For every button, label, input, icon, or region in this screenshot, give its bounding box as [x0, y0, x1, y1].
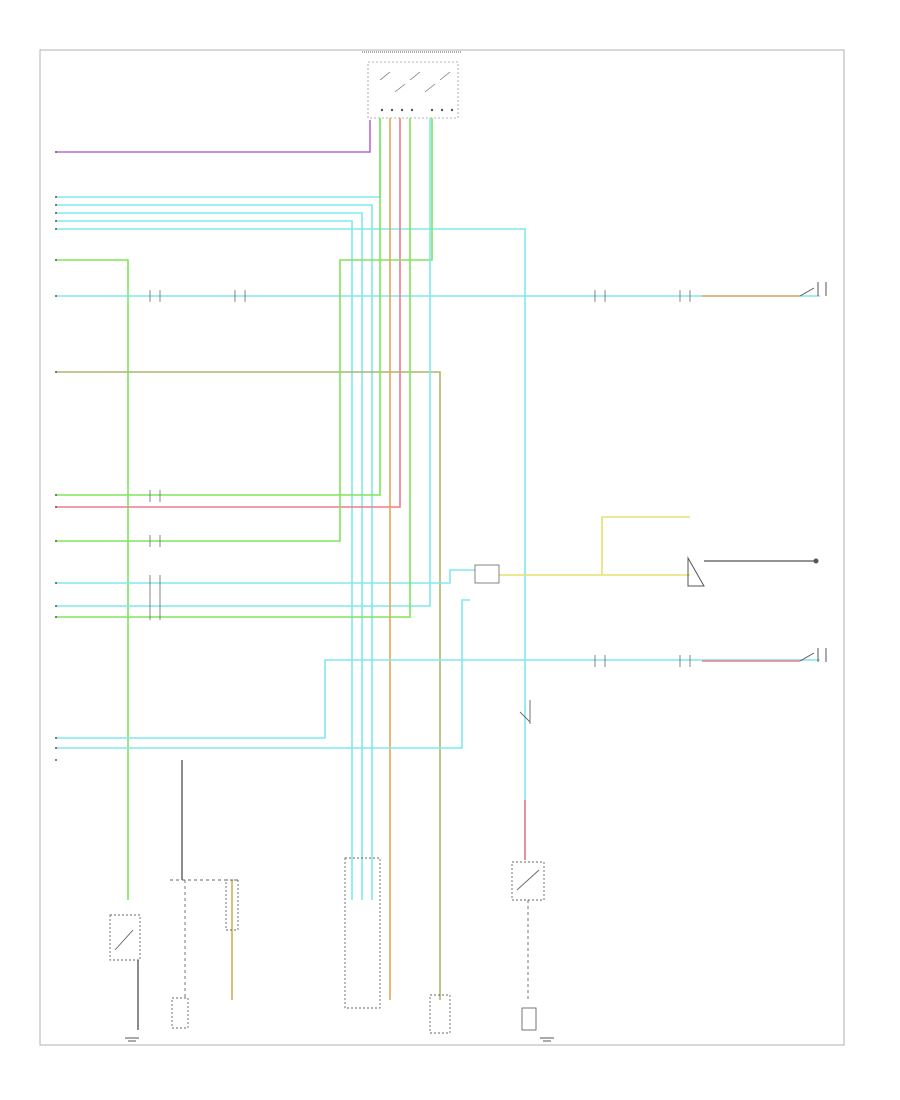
wire-cyan-12 [56, 569, 475, 584]
wire-cyan-3 [56, 212, 363, 900]
wire-pink-10 [56, 118, 401, 508]
wire-group [56, 118, 820, 1030]
bottom-left-switch [109, 914, 141, 961]
top-switch-connector [362, 51, 462, 119]
bottom-center-connector [344, 857, 381, 1009]
bottom-left-sensor [170, 879, 239, 1029]
right-switch-middle [687, 556, 819, 587]
bottom-center-motor [429, 994, 451, 1034]
wire-yellow-19 [601, 516, 690, 575]
wire-green-9 [56, 118, 381, 496]
wire-green-14 [56, 118, 411, 618]
diagram-frame [39, 49, 845, 1046]
wire-purple-0 [56, 120, 371, 153]
inline-connectors [149, 290, 691, 667]
wire-cyan-13 [56, 118, 431, 607]
wire-cyan-4 [56, 220, 353, 900]
wire-green-6 [56, 259, 129, 900]
wire-green-11 [56, 118, 433, 542]
right-switch-top [799, 282, 827, 297]
wire-olive-8 [56, 371, 441, 1000]
wire-cyan-1 [56, 118, 381, 198]
right-switch-bottom [799, 648, 827, 662]
left-terminals [55, 151, 57, 761]
bottom-right-switch [511, 861, 545, 1031]
wire-cyan-5 [56, 228, 526, 700]
wire-cyan-16 [56, 659, 820, 739]
wire-cyan-2 [56, 204, 373, 900]
ground-symbols [125, 1037, 554, 1042]
wire-cyan-17 [56, 599, 470, 749]
junction-right [519, 700, 531, 724]
